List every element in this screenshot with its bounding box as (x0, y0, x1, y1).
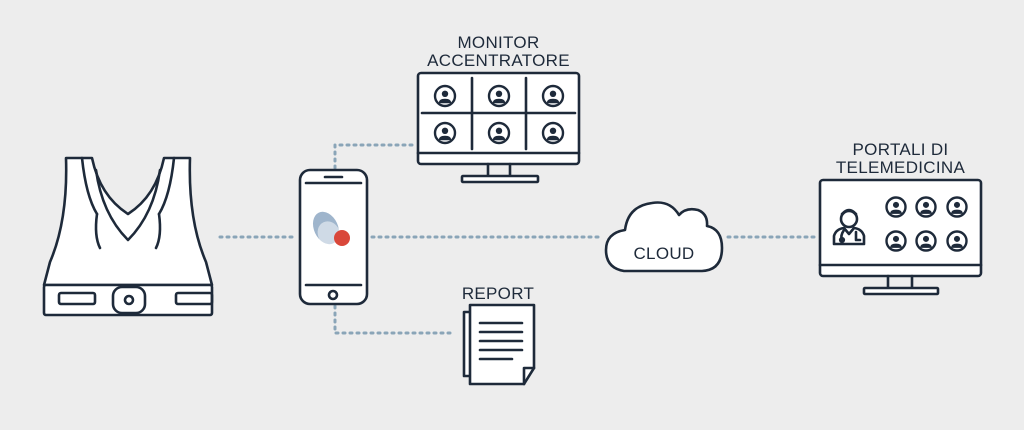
monitor-icon (416, 71, 581, 184)
user-icon (885, 230, 907, 252)
connector-phone-report (333, 304, 456, 335)
user-icon (433, 84, 457, 108)
user-icon (946, 230, 968, 252)
user-icon (541, 84, 565, 108)
monitor-label-line2: ACCENTRATORE (427, 51, 570, 70)
report-document-icon (462, 303, 536, 386)
smartphone-icon (298, 168, 369, 306)
portali-label-line2: TELEMEDICINA (835, 158, 966, 177)
user-icon (915, 196, 937, 218)
app-logo (312, 211, 350, 247)
monitor-label: MONITOR ACCENTRATORE (418, 34, 579, 70)
portal-user-grid (885, 196, 968, 252)
user-icon (541, 121, 565, 145)
user-icon (915, 230, 937, 252)
connector-phone-monitor (333, 143, 418, 170)
telemedicine-monitor-icon (818, 178, 983, 296)
user-icon (433, 121, 457, 145)
portali-label-line1: PORTALI DI (852, 140, 949, 159)
cloud-icon (604, 201, 724, 273)
user-icon (487, 84, 511, 108)
portali-label: PORTALI DI TELEMEDICINA (820, 141, 981, 177)
monitor-user-grid (433, 84, 565, 145)
report-label: REPORT (461, 284, 535, 303)
connectors (218, 143, 820, 335)
user-icon (885, 196, 907, 218)
doctor-icon (832, 208, 866, 246)
user-icon (487, 121, 511, 145)
sports-bra-sensor-icon (42, 156, 214, 317)
monitor-label-line1: MONITOR (457, 33, 540, 52)
user-icon (946, 196, 968, 218)
cloud-label: CLOUD (633, 244, 695, 263)
